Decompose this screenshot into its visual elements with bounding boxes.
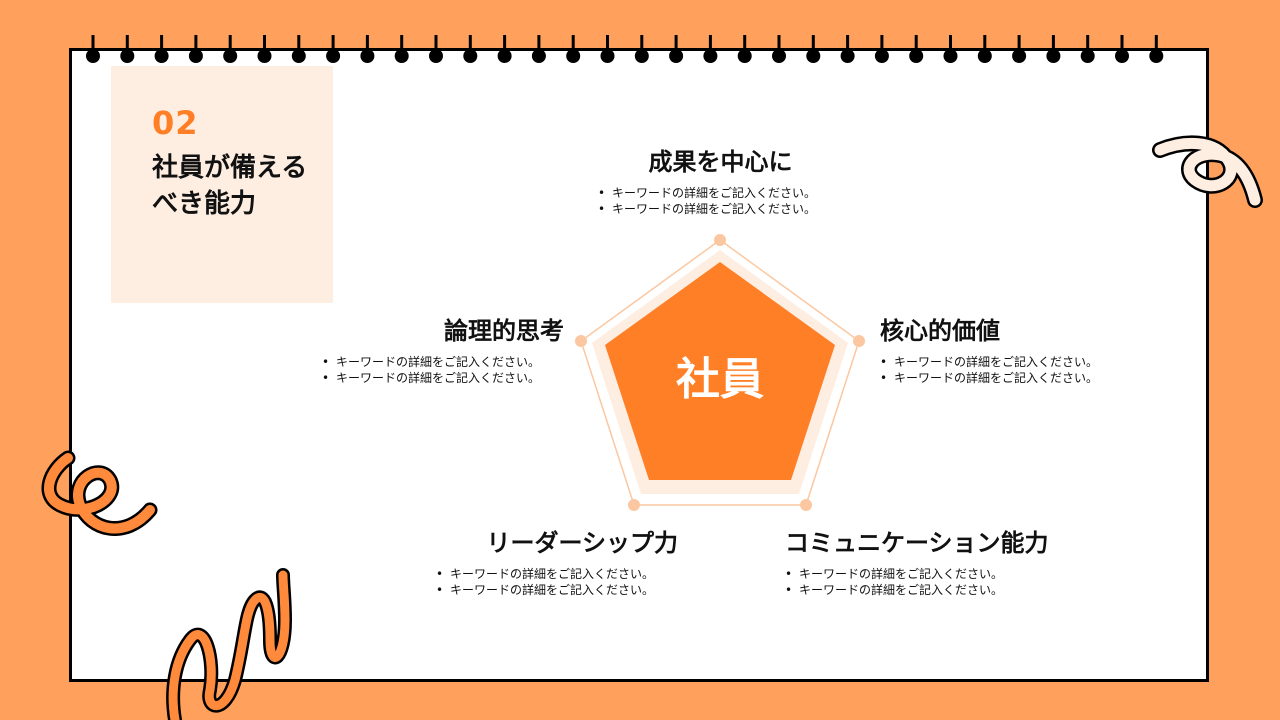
- ring-hole: [360, 49, 375, 63]
- ring-hole: [703, 49, 718, 63]
- item-bullet: キーワードの詳細をご記入ください。: [436, 582, 678, 598]
- ring-hole: [669, 49, 684, 63]
- item-bottom-left: リーダーシップ力 キーワードの詳細をご記入ください。 キーワードの詳細をご記入く…: [436, 528, 678, 598]
- ring-hole: [600, 49, 615, 63]
- vertex-dot-top: [714, 234, 726, 246]
- vertex-dot-right: [853, 335, 865, 347]
- outer-pentagon-outline: [580, 239, 860, 506]
- ring-hole: [120, 49, 135, 63]
- ring-hole: [909, 49, 924, 63]
- ring-hole: [188, 49, 203, 63]
- ring-hole: [1149, 49, 1164, 63]
- ring-hole: [86, 49, 100, 63]
- ring-hole: [1046, 49, 1061, 63]
- ring-hole: [497, 49, 512, 63]
- ring-hole: [977, 49, 992, 63]
- ring-hole: [326, 49, 341, 63]
- ring-hole: [463, 49, 478, 63]
- ring-hole: [566, 49, 581, 63]
- center-pentagon: [605, 262, 835, 480]
- ring-hole: [154, 49, 169, 63]
- ring-hole: [257, 49, 272, 63]
- item-right: 核心的価値 キーワードの詳細をご記入ください。 キーワードの詳細をご記入ください…: [880, 316, 1098, 386]
- vertex-dot-bottom-right: [800, 499, 812, 511]
- ring-hole: [634, 49, 649, 63]
- ring-hole: [223, 49, 238, 63]
- vertex-dot-bottom-left: [628, 499, 640, 511]
- ring-hole: [943, 49, 958, 63]
- ring-hole: [772, 49, 786, 63]
- ring-hole: [394, 49, 409, 63]
- item-bullet: キーワードの詳細をご記入ください。: [785, 582, 1049, 598]
- item-bullet: キーワードの詳細をご記入ください。: [880, 354, 1098, 370]
- section-title: 社員が備えるべき能力: [152, 153, 308, 219]
- ring-hole: [1115, 49, 1129, 63]
- item-bullet: キーワードの詳細をご記入ください。: [785, 566, 1049, 582]
- item-bottom-right: コミュニケーション能力 キーワードの詳細をご記入ください。 キーワードの詳細をご…: [785, 528, 1049, 598]
- ring-hole: [1012, 49, 1027, 63]
- ring-hole: [737, 49, 752, 63]
- notebook-rings: [86, 35, 1164, 63]
- item-bullet: キーワードの詳細をご記入ください。: [322, 370, 564, 386]
- item-title: 核心的価値: [880, 317, 1000, 345]
- ring-hole: [291, 49, 306, 63]
- item-bullet: キーワードの詳細をご記入ください。: [880, 370, 1098, 386]
- ring-hole: [1080, 49, 1095, 63]
- item-title: コミュニケーション能力: [785, 529, 1049, 557]
- ring-hole: [429, 49, 443, 63]
- item-title: リーダーシップ力: [486, 529, 678, 557]
- item-title: 成果を中心に: [648, 148, 793, 176]
- item-top: 成果を中心に キーワードの詳細をご記入ください。 キーワードの詳細をご記入くださ…: [598, 147, 843, 217]
- center-label: 社員: [676, 354, 764, 405]
- section-header-box: [111, 66, 333, 303]
- ring-hole: [531, 49, 546, 63]
- item-left: 論理的思考 キーワードの詳細をご記入ください。 キーワードの詳細をご記入ください…: [322, 316, 564, 386]
- section-number: 02: [152, 104, 199, 142]
- item-bullet: キーワードの詳細をご記入ください。: [598, 185, 843, 201]
- item-title: 論理的思考: [444, 317, 564, 345]
- ring-hole: [806, 49, 821, 63]
- item-bullet: キーワードの詳細をご記入ください。: [598, 201, 843, 217]
- vertex-dot-left: [575, 335, 587, 347]
- item-bullet: キーワードの詳細をご記入ください。: [436, 566, 678, 582]
- ring-hole: [840, 49, 855, 63]
- ring-hole: [874, 49, 889, 63]
- item-bullet: キーワードの詳細をご記入ください。: [322, 354, 564, 370]
